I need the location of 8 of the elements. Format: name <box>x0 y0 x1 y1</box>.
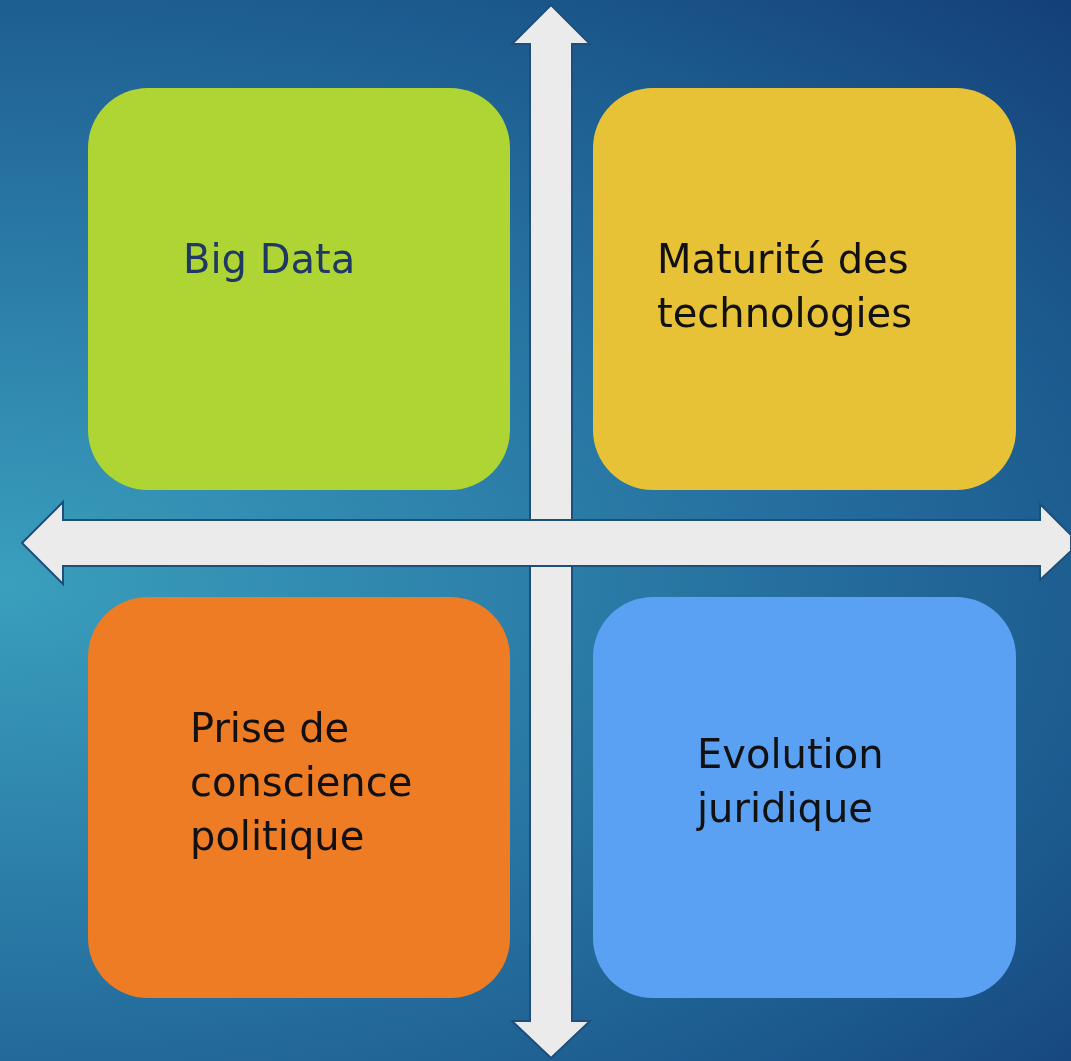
box-label: Evolution juridique <box>697 730 885 833</box>
box-label: Maturité des technologies <box>657 235 913 338</box>
rounded-box <box>593 88 1016 490</box>
rounded-box <box>593 597 1016 998</box>
box-label: Big Data <box>183 235 357 284</box>
rounded-box <box>88 88 510 490</box>
box-label: Prise de conscience politique <box>190 704 414 861</box>
rounded-box <box>88 597 510 998</box>
